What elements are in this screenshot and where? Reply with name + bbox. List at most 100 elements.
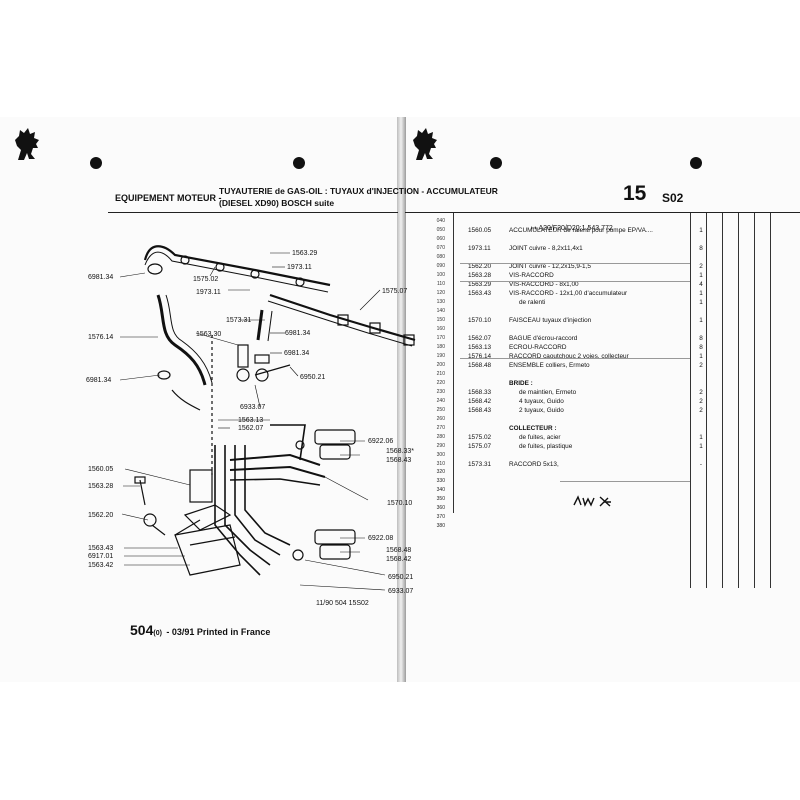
binder-hole xyxy=(90,157,102,169)
part-label: 1575.02 xyxy=(193,276,218,283)
part-quantity: 4 xyxy=(699,281,703,288)
part-quantity: 1 xyxy=(699,443,703,450)
part-label: 1560.05 xyxy=(88,466,113,473)
peugeot-lion-logo-left xyxy=(15,128,39,160)
footer-sub: (0) xyxy=(153,630,162,637)
part-designation: de maintien, Ermeto xyxy=(519,389,577,396)
part-label: 1568.42 xyxy=(386,556,411,563)
binder-hole xyxy=(293,157,305,169)
part-label: 1562.07 xyxy=(238,425,263,432)
part-label: 1576.14 xyxy=(88,334,113,341)
part-quantity: 1 xyxy=(699,317,703,324)
row-number: 200 xyxy=(436,362,445,368)
row-number: 210 xyxy=(436,371,445,377)
part-reference: 1570.10 xyxy=(468,317,492,324)
row-number: 370 xyxy=(436,514,445,520)
table-row: 170 1562.07 BAGUE d'écrou-raccord 8 xyxy=(405,334,800,343)
table-row: 210 xyxy=(405,370,800,379)
part-label: 1568.48 xyxy=(386,547,411,554)
row-number: 160 xyxy=(436,326,445,332)
row-number: 070 xyxy=(436,245,445,251)
page-footer: 504(0) - 03/91 Printed in France xyxy=(130,622,270,640)
part-designation: RACCORD 5x13, xyxy=(509,461,559,468)
part-label: 6933.07 xyxy=(388,588,413,595)
row-rule xyxy=(460,281,690,282)
row-rule xyxy=(460,263,690,264)
row-number: 260 xyxy=(436,416,445,422)
binder-hole xyxy=(490,157,502,169)
column-divider xyxy=(453,213,454,513)
row-number: 350 xyxy=(436,496,445,502)
part-label: 1573.31 xyxy=(226,317,251,324)
part-label: 1563.28 xyxy=(88,483,113,490)
part-designation: VIS-RACCORD - 12x1,00 d'accumulateur xyxy=(509,290,628,297)
row-number: 090 xyxy=(436,263,445,269)
row-number: 190 xyxy=(436,353,445,359)
row-number: 330 xyxy=(436,478,445,484)
part-reference: 1568.48 xyxy=(468,362,492,369)
part-label: 1563.42 xyxy=(88,562,113,569)
part-designation: BAGUE d'écrou-raccord xyxy=(509,335,578,342)
part-reference: 1568.42 xyxy=(468,398,492,405)
row-number: 230 xyxy=(436,389,445,395)
part-quantity: 1 xyxy=(699,299,703,306)
part-label: 1563.13 xyxy=(238,417,263,424)
row-number: 100 xyxy=(436,272,445,278)
part-quantity: 2 xyxy=(699,362,703,369)
part-quantity: 2 xyxy=(699,263,703,270)
row-number: 180 xyxy=(436,344,445,350)
part-label: 1563.30 xyxy=(196,331,221,338)
row-rule xyxy=(560,481,690,482)
row-number: 280 xyxy=(436,434,445,440)
part-label: 1562.20 xyxy=(88,512,113,519)
part-reference: 1562.07 xyxy=(468,335,492,342)
header-rule xyxy=(405,212,800,213)
part-quantity: 1 xyxy=(699,290,703,297)
column-divider xyxy=(770,213,771,588)
page-title-line1: TUYAUTERIE de GAS-OIL : TUYAUX d'INJECTI… xyxy=(219,186,498,196)
part-quantity: 1 xyxy=(699,272,703,279)
arrow-right-icon: ↦ xyxy=(531,225,537,232)
diagram-drawing xyxy=(134,245,416,576)
part-quantity: 8 xyxy=(699,344,703,351)
part-reference: 1973.11 xyxy=(468,245,491,252)
diagram-reference: 11/90 504 15S02 xyxy=(316,600,369,607)
part-reference: 1563.28 xyxy=(468,272,492,279)
part-reference: 1563.29 xyxy=(468,281,492,288)
part-designation: ACCUMULATEUR de ralenti pour pompe EP/VA… xyxy=(509,227,653,234)
part-quantity: 8 xyxy=(699,335,703,342)
footer-text: - 03/91 Printed in France xyxy=(166,627,271,637)
row-number: 270 xyxy=(436,425,445,431)
part-label: 6981.34 xyxy=(284,350,309,357)
row-number: 170 xyxy=(436,335,445,341)
table-row: 060 xyxy=(405,235,800,244)
table-row: 140 xyxy=(405,307,800,316)
part-designation: de fuites, acier xyxy=(519,434,561,441)
part-label: 1973.11 xyxy=(287,264,312,271)
part-quantity: 2 xyxy=(699,407,703,414)
table-row: 260 xyxy=(405,415,800,424)
footer-model: 504 xyxy=(130,622,154,638)
part-label: 6981.34 xyxy=(88,274,113,281)
column-divider xyxy=(738,213,739,588)
part-label: 1570.10 xyxy=(387,500,412,507)
part-designation: JOINT cuivre - 12,2x15,9-1,5 xyxy=(509,263,591,270)
applicability-line: ↦ A20/F20/D20:1.543.772 xyxy=(531,224,613,232)
row-number: 310 xyxy=(436,461,445,467)
binder-hole xyxy=(690,157,702,169)
column-divider xyxy=(754,213,755,588)
part-label: 1563.43 xyxy=(88,545,113,552)
